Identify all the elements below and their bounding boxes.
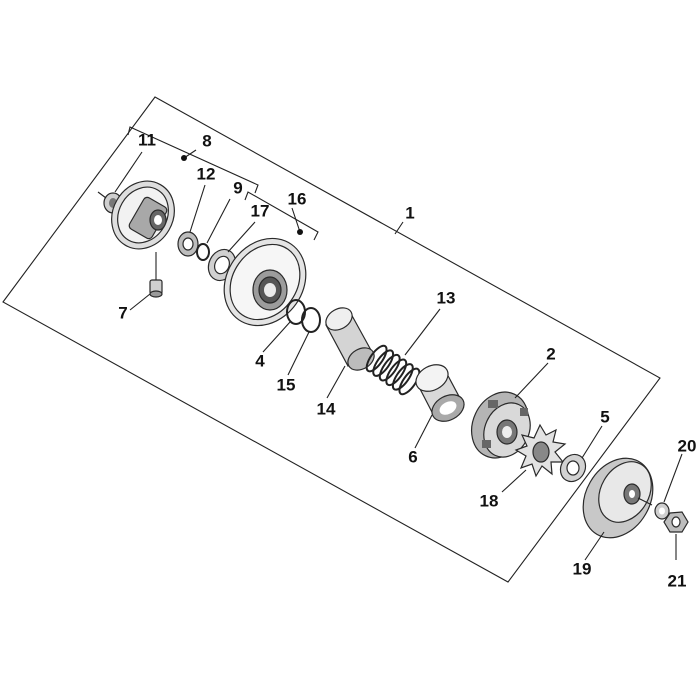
leader-13: [404, 308, 441, 356]
leader-5: [581, 425, 603, 459]
callout-1: 1: [405, 203, 414, 222]
leader-4: [262, 321, 291, 353]
callout-19: 19: [573, 559, 592, 578]
leader-11: [114, 151, 143, 193]
part-6-spring-cup: [415, 364, 465, 422]
leader-19: [584, 531, 605, 561]
leader-17: [227, 221, 256, 253]
part-2-clutch-assembly: [471, 391, 531, 459]
callout-4: 4: [255, 351, 265, 370]
leader-16: [291, 207, 301, 233]
callout-5: 5: [600, 407, 609, 426]
part-14-sleeve: [325, 307, 375, 371]
callout-9: 9: [233, 178, 242, 197]
callout-21: 21: [668, 571, 687, 590]
part-16-movable-half-pulley: [223, 237, 307, 327]
part-12-bearing: [177, 231, 199, 257]
part-15-o-ring: [301, 307, 321, 333]
callout-2: 2: [546, 344, 555, 363]
callout-15: 15: [277, 375, 296, 394]
part-21-nut: [663, 511, 689, 533]
callout-6: 6: [408, 447, 417, 466]
callout-16: 16: [288, 189, 307, 208]
leader-12: [189, 184, 206, 233]
leader-7: [129, 293, 151, 311]
part-20-washer: [654, 502, 670, 520]
leader-14: [326, 365, 346, 399]
leader-6: [414, 414, 433, 449]
reference-dot-16: [297, 229, 303, 235]
callout-7: 7: [118, 303, 127, 322]
leader-2: [514, 362, 549, 399]
callout-17: 17: [251, 201, 270, 220]
bracket-group-16: [244, 191, 319, 241]
leader-9: [206, 198, 231, 244]
part-8-fixed-half-pulley: [111, 180, 175, 250]
part-5-washer: [559, 453, 587, 483]
callout-14: 14: [317, 399, 336, 418]
part-13-spring: [365, 344, 421, 396]
leader-1: [394, 221, 404, 235]
leader-18: [501, 469, 527, 493]
leader-20: [663, 453, 683, 503]
part-9-circlip: [196, 243, 210, 261]
part-18-fan-plate: [514, 423, 567, 478]
reference-dot-8: [181, 155, 187, 161]
part-19-clutch-bell: [582, 457, 654, 539]
part-7-bolt: [149, 252, 163, 298]
leader-15: [287, 331, 310, 376]
callout-12: 12: [197, 164, 216, 183]
callout-11: 11: [138, 130, 156, 149]
bracket-group-8: [127, 126, 259, 194]
callout-8: 8: [202, 131, 211, 150]
callout-20: 20: [678, 436, 697, 455]
assembly-frame: [2, 96, 661, 583]
callout-18: 18: [480, 491, 499, 510]
callout-13: 13: [437, 288, 456, 307]
